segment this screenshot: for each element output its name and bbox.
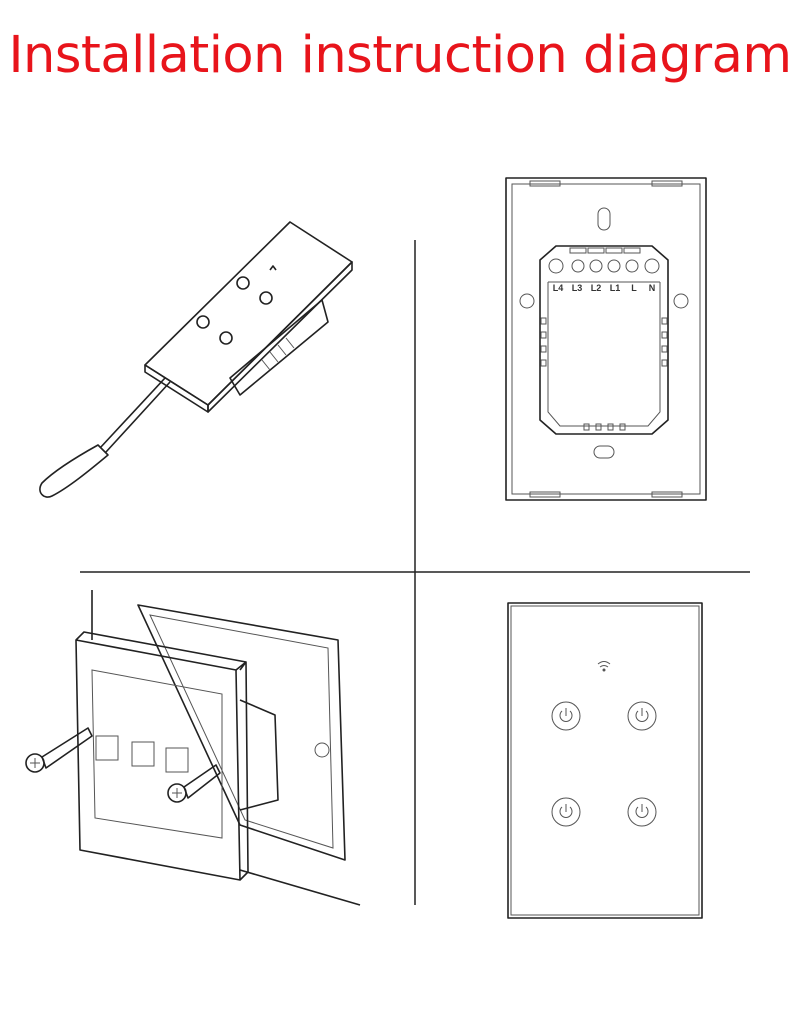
terminal-l4: L4 [553,283,564,293]
terminal-n: N [649,283,656,293]
terminal-l2: L2 [591,283,602,293]
terminal-l3: L3 [572,283,583,293]
screw-icon [25,727,93,773]
terminal-l: L [631,283,637,293]
screwdriver-icon [39,377,171,498]
step3-screw-mount [25,590,361,906]
terminal-l1: L1 [610,283,621,293]
wifi-icon [597,661,611,672]
page-title: Installation instruction diagram [8,26,792,85]
screw-icon [167,764,221,803]
touch-buttons [196,276,273,345]
power-button [551,701,657,827]
step4-front-panel [507,602,703,919]
step2-backplate: L4 L3 L2 L1 L N [505,177,707,501]
wifi-icon [269,265,277,271]
step1-pry-panel [39,221,353,498]
terminal-labels: L4 L3 L2 L1 L N [553,283,656,293]
